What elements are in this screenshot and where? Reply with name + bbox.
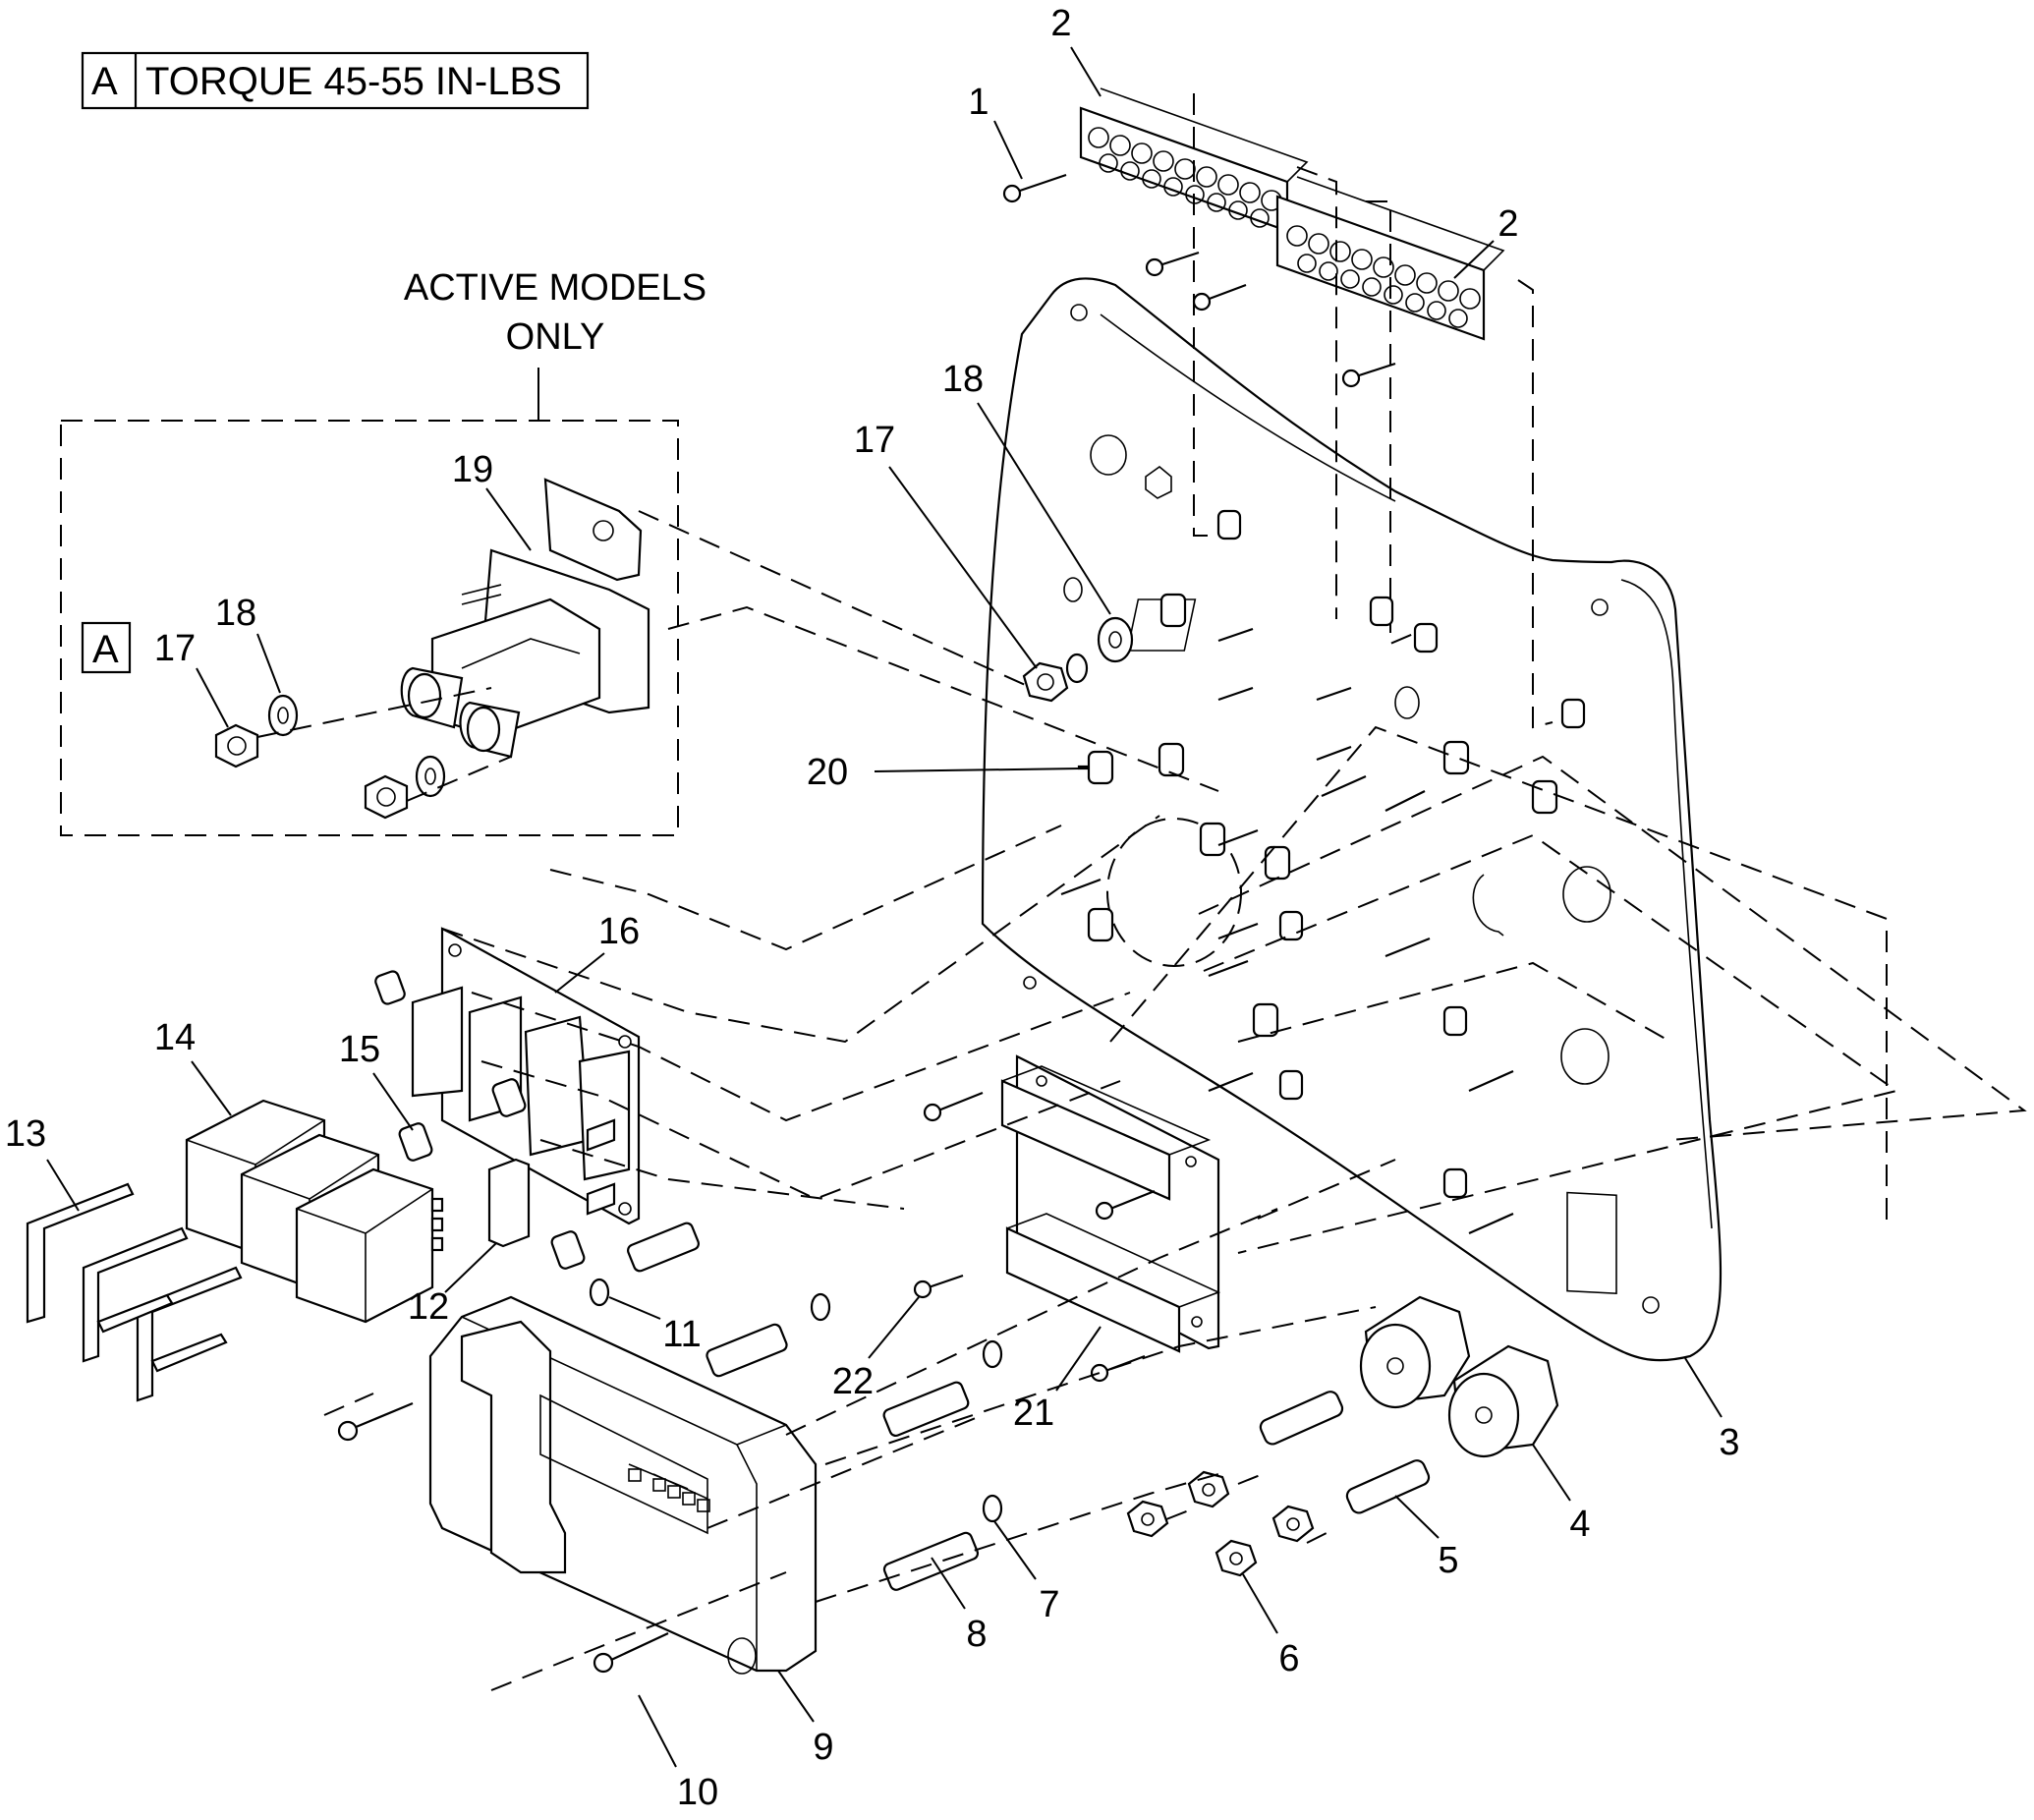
inset-torque-symbol-box [81, 621, 132, 674]
inset-title-line2: ONLY [506, 316, 605, 358]
callout-8: 8 [966, 1614, 987, 1655]
callout-7: 7 [1039, 1584, 1059, 1625]
callout-18-main: 18 [942, 359, 984, 400]
assembly-dashed-lines [323, 510, 2027, 1691]
callout-12: 12 [408, 1286, 449, 1328]
callout-2-right: 2 [1497, 203, 1518, 245]
callout-3: 3 [1719, 1422, 1739, 1463]
callout-19: 19 [452, 449, 493, 490]
callout-17-main: 17 [854, 420, 895, 461]
callout-20: 20 [807, 752, 848, 793]
control-board [923, 1054, 1221, 1383]
board-standoffs [374, 970, 980, 1591]
callout-1: 1 [968, 82, 989, 123]
terminal-projection-lines [1193, 93, 1554, 729]
terminal-screws [1002, 173, 1396, 388]
callout-15: 15 [339, 1029, 380, 1070]
callout-14: 14 [154, 1017, 196, 1058]
controller-module [337, 1295, 818, 1675]
callout-9: 9 [813, 1727, 833, 1768]
relays [185, 1099, 444, 1324]
callout-17-inset: 17 [154, 628, 196, 669]
relay-board [411, 927, 641, 1225]
spacers [1259, 1391, 1431, 1514]
callout-16: 16 [598, 911, 640, 952]
callout-5: 5 [1438, 1540, 1458, 1581]
callouts: 2 1 2 18 17 20 16 14 15 13 12 11 3 4 5 6… [5, 3, 1740, 1813]
torque-note-symbol: A [91, 60, 118, 103]
large-nuts [1359, 1295, 1559, 1458]
contactor-part [400, 478, 650, 759]
terminal-strip-upper [1079, 87, 1309, 233]
panel-nut-washer [1022, 616, 1134, 703]
callout-11: 11 [662, 1314, 701, 1355]
torque-note: A TORQUE 45-55 IN-LBS [81, 51, 590, 110]
callout-6: 6 [1278, 1638, 1299, 1679]
main-panel [981, 277, 1723, 1362]
hex-nuts [1126, 1470, 1315, 1577]
torque-note-text: TORQUE 45-55 IN-LBS [145, 60, 562, 103]
callout-10: 10 [677, 1772, 718, 1813]
capacitor [487, 1158, 531, 1248]
relay-clips [26, 1182, 243, 1402]
active-models-inset: ACTIVE MODELS ONLY A [60, 267, 706, 836]
callout-22: 22 [832, 1361, 874, 1402]
callout-13: 13 [5, 1113, 46, 1155]
terminal-strip-lower [1275, 176, 1505, 341]
callout-4: 4 [1569, 1504, 1590, 1545]
washers [589, 1278, 1003, 1523]
panel-pins [1060, 627, 1514, 1235]
nut-washer-inset-lower [364, 755, 446, 820]
inset-torque-symbol: A [92, 628, 119, 671]
callout-2-top: 2 [1050, 3, 1071, 44]
callout-18-inset: 18 [215, 593, 256, 634]
nut-washer-inset-upper [214, 694, 299, 768]
inset-title-line1: ACTIVE MODELS [404, 267, 706, 309]
